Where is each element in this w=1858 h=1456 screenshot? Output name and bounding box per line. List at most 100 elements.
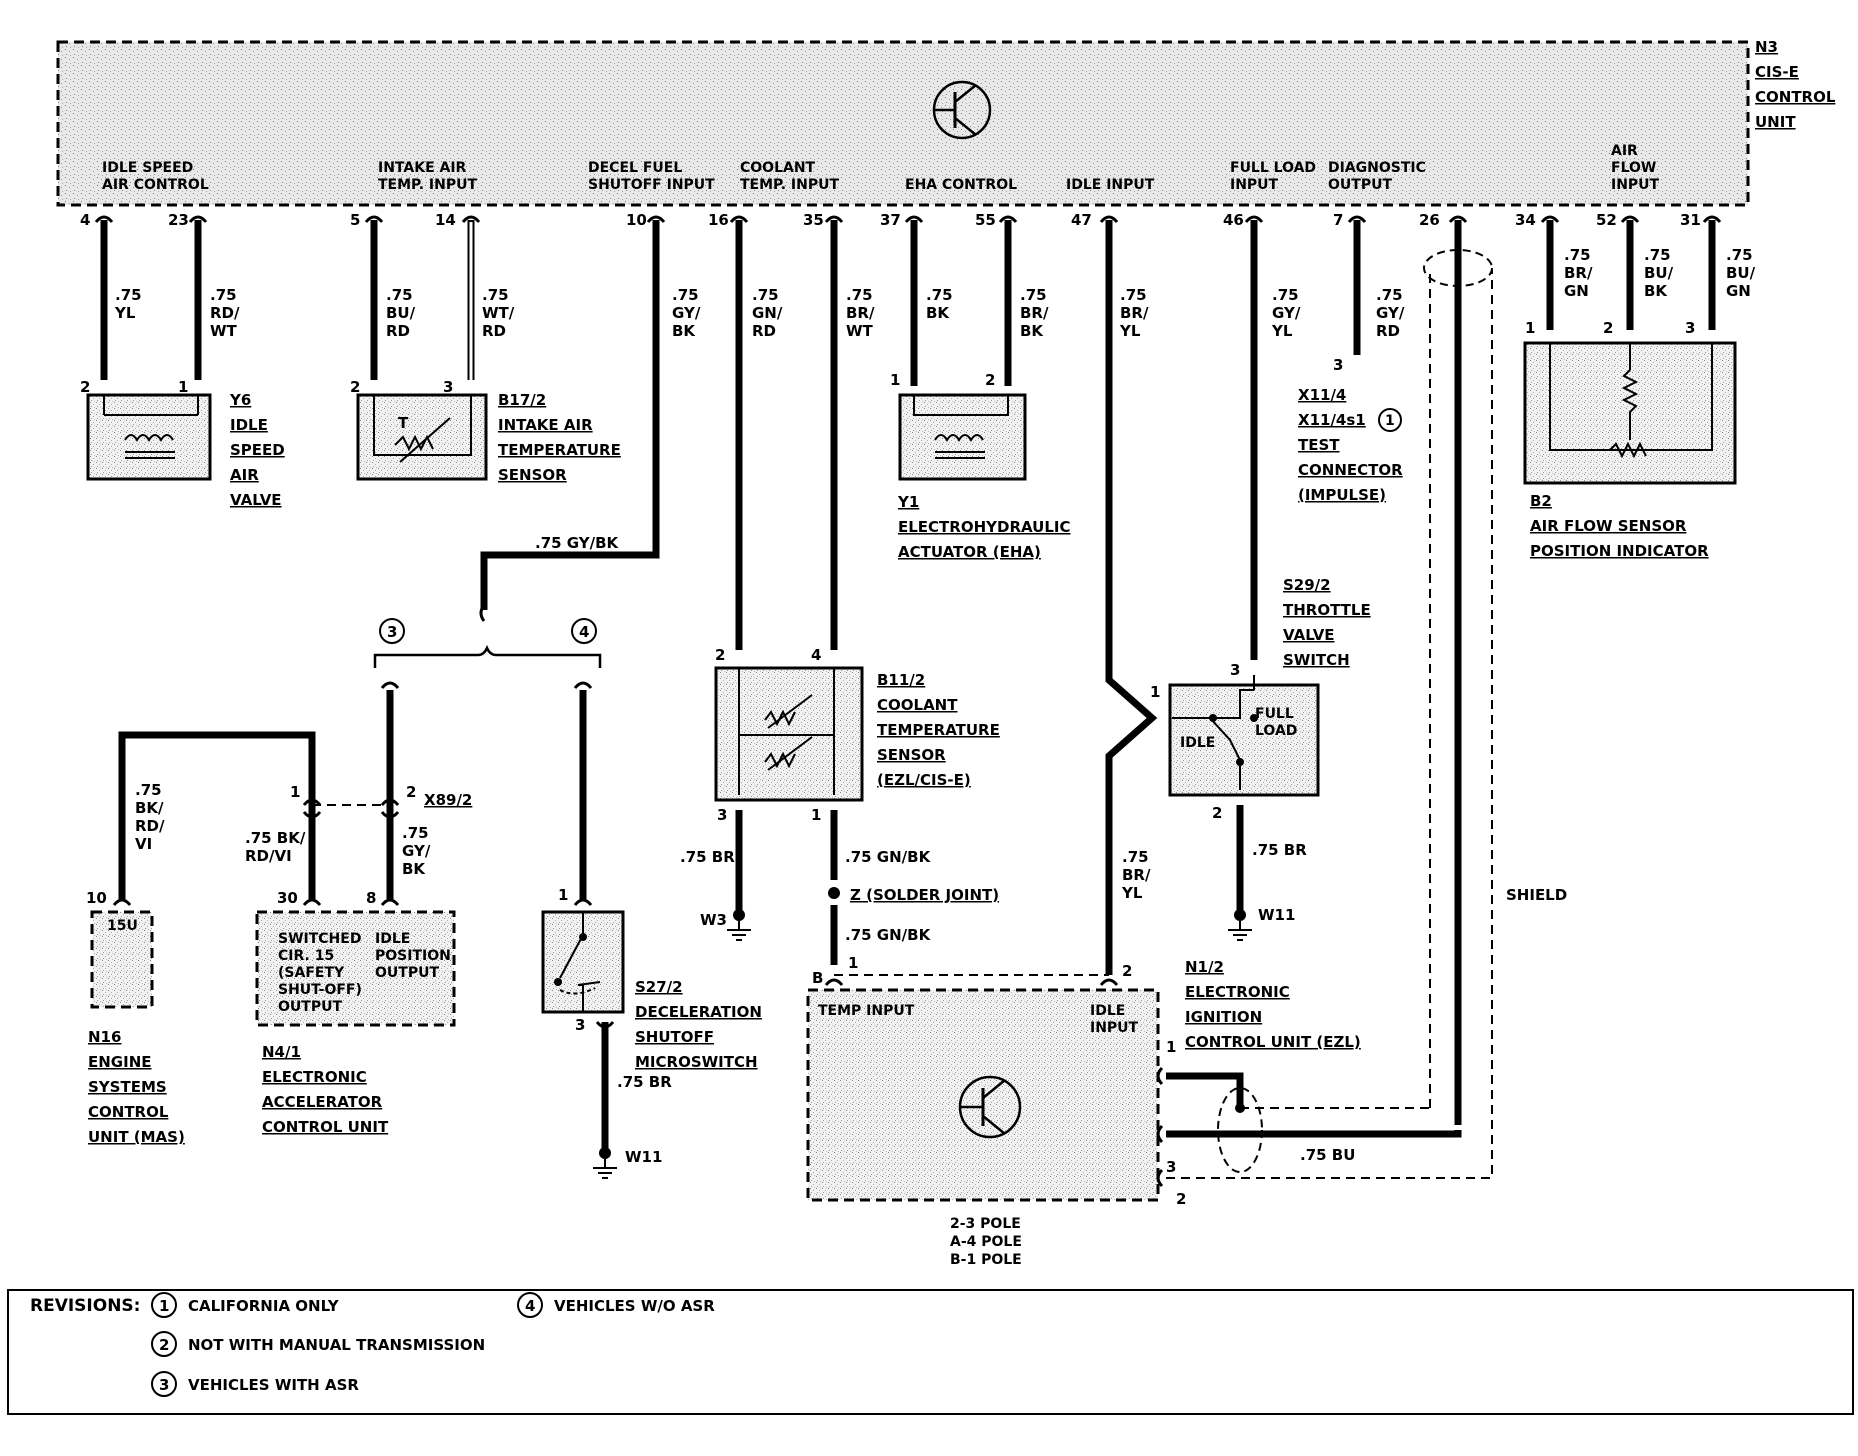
wire-label: BR/	[846, 304, 875, 322]
wire-label: .75	[386, 286, 413, 304]
component-label: ELECTRONIC	[262, 1068, 367, 1086]
component-label: X11/4	[1298, 386, 1346, 404]
revisions-title: REVISIONS:	[30, 1296, 140, 1316]
wire-label: YL	[1271, 322, 1293, 340]
control-unit-name-line: UNIT	[1755, 113, 1796, 131]
ground-w11-throttle: W11	[1228, 906, 1295, 941]
pin-label: 1	[1166, 1038, 1176, 1056]
component-label: SWITCH	[1283, 651, 1350, 669]
wire-label: GY/	[402, 842, 431, 860]
sensor-symbol-label: T	[398, 414, 409, 432]
wire-label: RD	[386, 322, 410, 340]
component-label: TEMPERATURE	[498, 441, 621, 459]
pin-label: 1	[290, 783, 300, 801]
component-n4-1: SWITCHED CIR. 15 (SAFETY SHUT-OFF) OUTPU…	[255, 889, 456, 1136]
wire-label: BK	[926, 304, 950, 322]
wire-label: .75	[482, 286, 509, 304]
wire-label: RD	[1376, 322, 1400, 340]
component-label: SENSOR	[498, 466, 567, 484]
component-label: CONNECTOR	[1298, 461, 1403, 479]
pin-label: 1	[811, 806, 821, 824]
component-inner-label: OUTPUT	[375, 965, 439, 981]
ground-label: W11	[625, 1148, 662, 1166]
pole-note: B-1 POLE	[950, 1252, 1022, 1268]
wire-label: .75	[926, 286, 953, 304]
pin-label: 35	[803, 211, 824, 229]
connector-label: X89/2	[424, 791, 472, 809]
wire-label: WT/	[482, 304, 515, 322]
wire-label: RD/	[135, 817, 165, 835]
pin-label: 3	[717, 806, 727, 824]
function-label: INTAKE AIR	[378, 160, 467, 176]
wire-label: VI	[135, 835, 152, 853]
component-inner-label: IDLE	[375, 931, 410, 947]
wire-label: .75	[1122, 848, 1149, 866]
component-label: IDLE	[230, 416, 268, 434]
wire-label: .75 GN/BK	[845, 848, 932, 866]
pin-label: 1	[1525, 319, 1535, 337]
component-label: N1/2	[1185, 958, 1224, 976]
wire-label: .75	[402, 824, 429, 842]
wire-label: BR/	[1564, 264, 1593, 282]
component-n1-2: TEMP INPUT IDLE INPUT B 1 2 1 3 2 2-3 PO…	[806, 954, 1361, 1268]
component-label: Y1	[897, 493, 919, 511]
wire-label: RD/	[210, 304, 240, 322]
pin-label: 3	[1685, 319, 1695, 337]
pin-label: 30	[277, 889, 298, 907]
wire-label: GN	[1564, 282, 1589, 300]
wire-label: GN/	[752, 304, 783, 322]
function-label: TEMP. INPUT	[378, 177, 477, 193]
component-y6: 2 1 Y6 IDLE SPEED AIR VALVE	[80, 378, 285, 509]
wire-label: BU/	[1644, 264, 1674, 282]
wire-label: BK	[672, 322, 696, 340]
pin-label: 37	[880, 211, 901, 229]
wire-label: BK/	[135, 799, 164, 817]
component-label: B17/2	[498, 391, 546, 409]
wire-label: .75 GN/BK	[845, 926, 932, 944]
component-label: CONTROL UNIT	[262, 1118, 389, 1136]
pin-label: 2	[350, 378, 360, 396]
component-label: VALVE	[1283, 626, 1335, 644]
pin-label: 1	[848, 954, 858, 972]
component-label: ELECTROHYDRAULIC	[898, 518, 1071, 536]
component-label: (EZL/CIS-E)	[877, 771, 971, 789]
component-b2: 1 2 3 B2 AIR FLOW SENSOR POSITION INDICA…	[1523, 319, 1737, 560]
component-label: ENGINE	[88, 1053, 152, 1071]
pole-note: A-4 POLE	[950, 1234, 1022, 1250]
transistor-symbol	[958, 1075, 1022, 1139]
wire-label: BK	[1644, 282, 1668, 300]
function-label: IDLE SPEED	[102, 160, 193, 176]
wire-label: .75	[672, 286, 699, 304]
component-label: SENSOR	[877, 746, 946, 764]
revision-number: 2	[159, 1336, 169, 1354]
pin-label: 2	[715, 646, 725, 664]
revision-number: 1	[159, 1297, 169, 1315]
switch-position-label: IDLE	[1180, 735, 1215, 751]
wire-label: YL	[114, 304, 136, 322]
component-inner-label: POSITION	[375, 948, 451, 964]
option-marker: 4	[579, 623, 589, 641]
pin-label: 3	[1230, 661, 1240, 679]
pin-label: 26	[1419, 211, 1440, 229]
wire-label: RD	[752, 322, 776, 340]
input-label: TEMP INPUT	[818, 1003, 915, 1019]
component-label: ACTUATOR (EHA)	[898, 543, 1041, 561]
function-label: SHUTOFF INPUT	[588, 177, 715, 193]
pin-label: 10	[86, 889, 107, 907]
function-label: DIAGNOSTIC	[1328, 160, 1426, 176]
function-label: OUTPUT	[1328, 177, 1392, 193]
pin-label: 31	[1680, 211, 1701, 229]
pin-label: 7	[1333, 211, 1343, 229]
component-label: ACCELERATOR	[262, 1093, 383, 1111]
component-inner-label: SWITCHED	[278, 931, 361, 947]
switch-position-label: FULL	[1255, 706, 1294, 722]
component-label: UNIT (MAS)	[88, 1128, 185, 1146]
wire-label: YL	[1119, 322, 1141, 340]
pin-label: 2	[1212, 804, 1222, 822]
revisions-legend: REVISIONS: 1 CALIFORNIA ONLY 2 NOT WITH …	[7, 1289, 1854, 1415]
function-label: IDLE INPUT	[1066, 177, 1155, 193]
ground-label: W11	[1258, 906, 1295, 924]
wire-label: .75	[846, 286, 873, 304]
revision-text: VEHICLES W/O ASR	[554, 1297, 715, 1315]
